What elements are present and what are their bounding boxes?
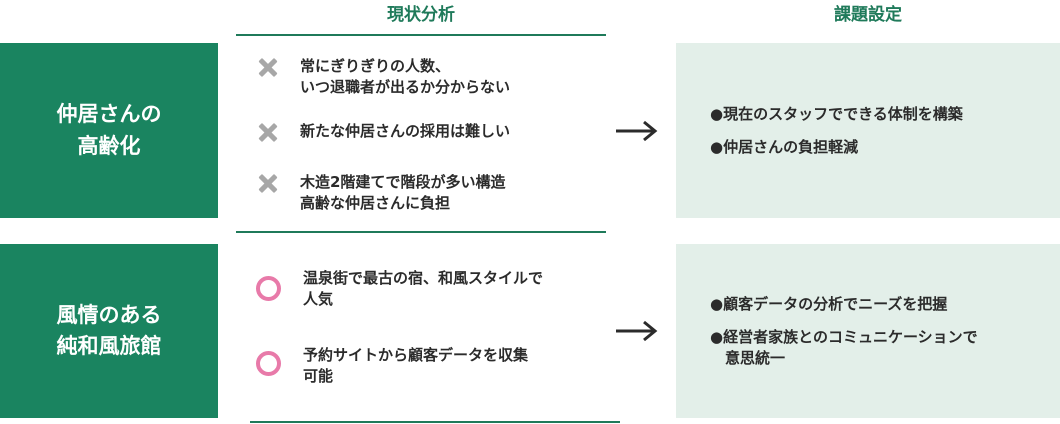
row-label-aging: 仲居さんの 高齢化 [0, 43, 218, 218]
cross-icon [256, 172, 280, 196]
analysis-item: 常にぎりぎりの人数、 いつ退職者が出るか分からない [256, 56, 606, 98]
analysis-item: 温泉街で最古の宿、和風スタイルで 人気 [256, 268, 606, 310]
divider-bottom [250, 421, 620, 423]
analysis-item-text: 予約サイトから顧客データを収集 可能 [303, 346, 529, 385]
task-item: ●顧客データの分析でニーズを把握 [710, 294, 948, 313]
divider-top [236, 34, 606, 36]
header-analysis: 現状分析 [387, 5, 455, 25]
analysis-item: 木造2階建てで階段が多い構造 高齢な仲居さんに負担 [256, 172, 606, 214]
analysis-item-text: 木造2階建てで階段が多い構造 高齢な仲居さんに負担 [300, 173, 506, 212]
divider-middle [236, 231, 606, 233]
task-item: ●仲居さんの負担軽減 [710, 137, 859, 156]
analysis-item-text: 新たな仲居さんの採用は難しい [300, 122, 511, 140]
header-task: 課題設定 [834, 5, 902, 25]
task-box-aging: ●現在のスタッフでできる体制を構築 ●仲居さんの負担軽減 [676, 43, 1060, 218]
analysis-item: 新たな仲居さんの採用は難しい [256, 121, 606, 145]
circle-icon [256, 351, 281, 376]
task-box-japanese-inn: ●顧客データの分析でニーズを把握 ●経営者家族とのコミュニケーションで 意思統一 [676, 244, 1060, 418]
task-item: ●経営者家族とのコミュニケーションで 意思統一 [710, 327, 978, 367]
cross-icon [256, 121, 280, 145]
task-item: ●現在のスタッフでできる体制を構築 [710, 104, 963, 123]
analysis-item-text: 常にぎりぎりの人数、 いつ退職者が出るか分からない [300, 57, 511, 96]
arrow-right-icon [616, 120, 658, 142]
arrow-right-icon [616, 320, 658, 342]
analysis-item-text: 温泉街で最古の宿、和風スタイルで 人気 [303, 269, 544, 308]
circle-icon [256, 276, 281, 301]
cross-icon [256, 56, 280, 80]
analysis-item: 予約サイトから顧客データを収集 可能 [256, 345, 606, 387]
row-label-japanese-inn: 風情のある 純和風旅館 [0, 244, 218, 418]
